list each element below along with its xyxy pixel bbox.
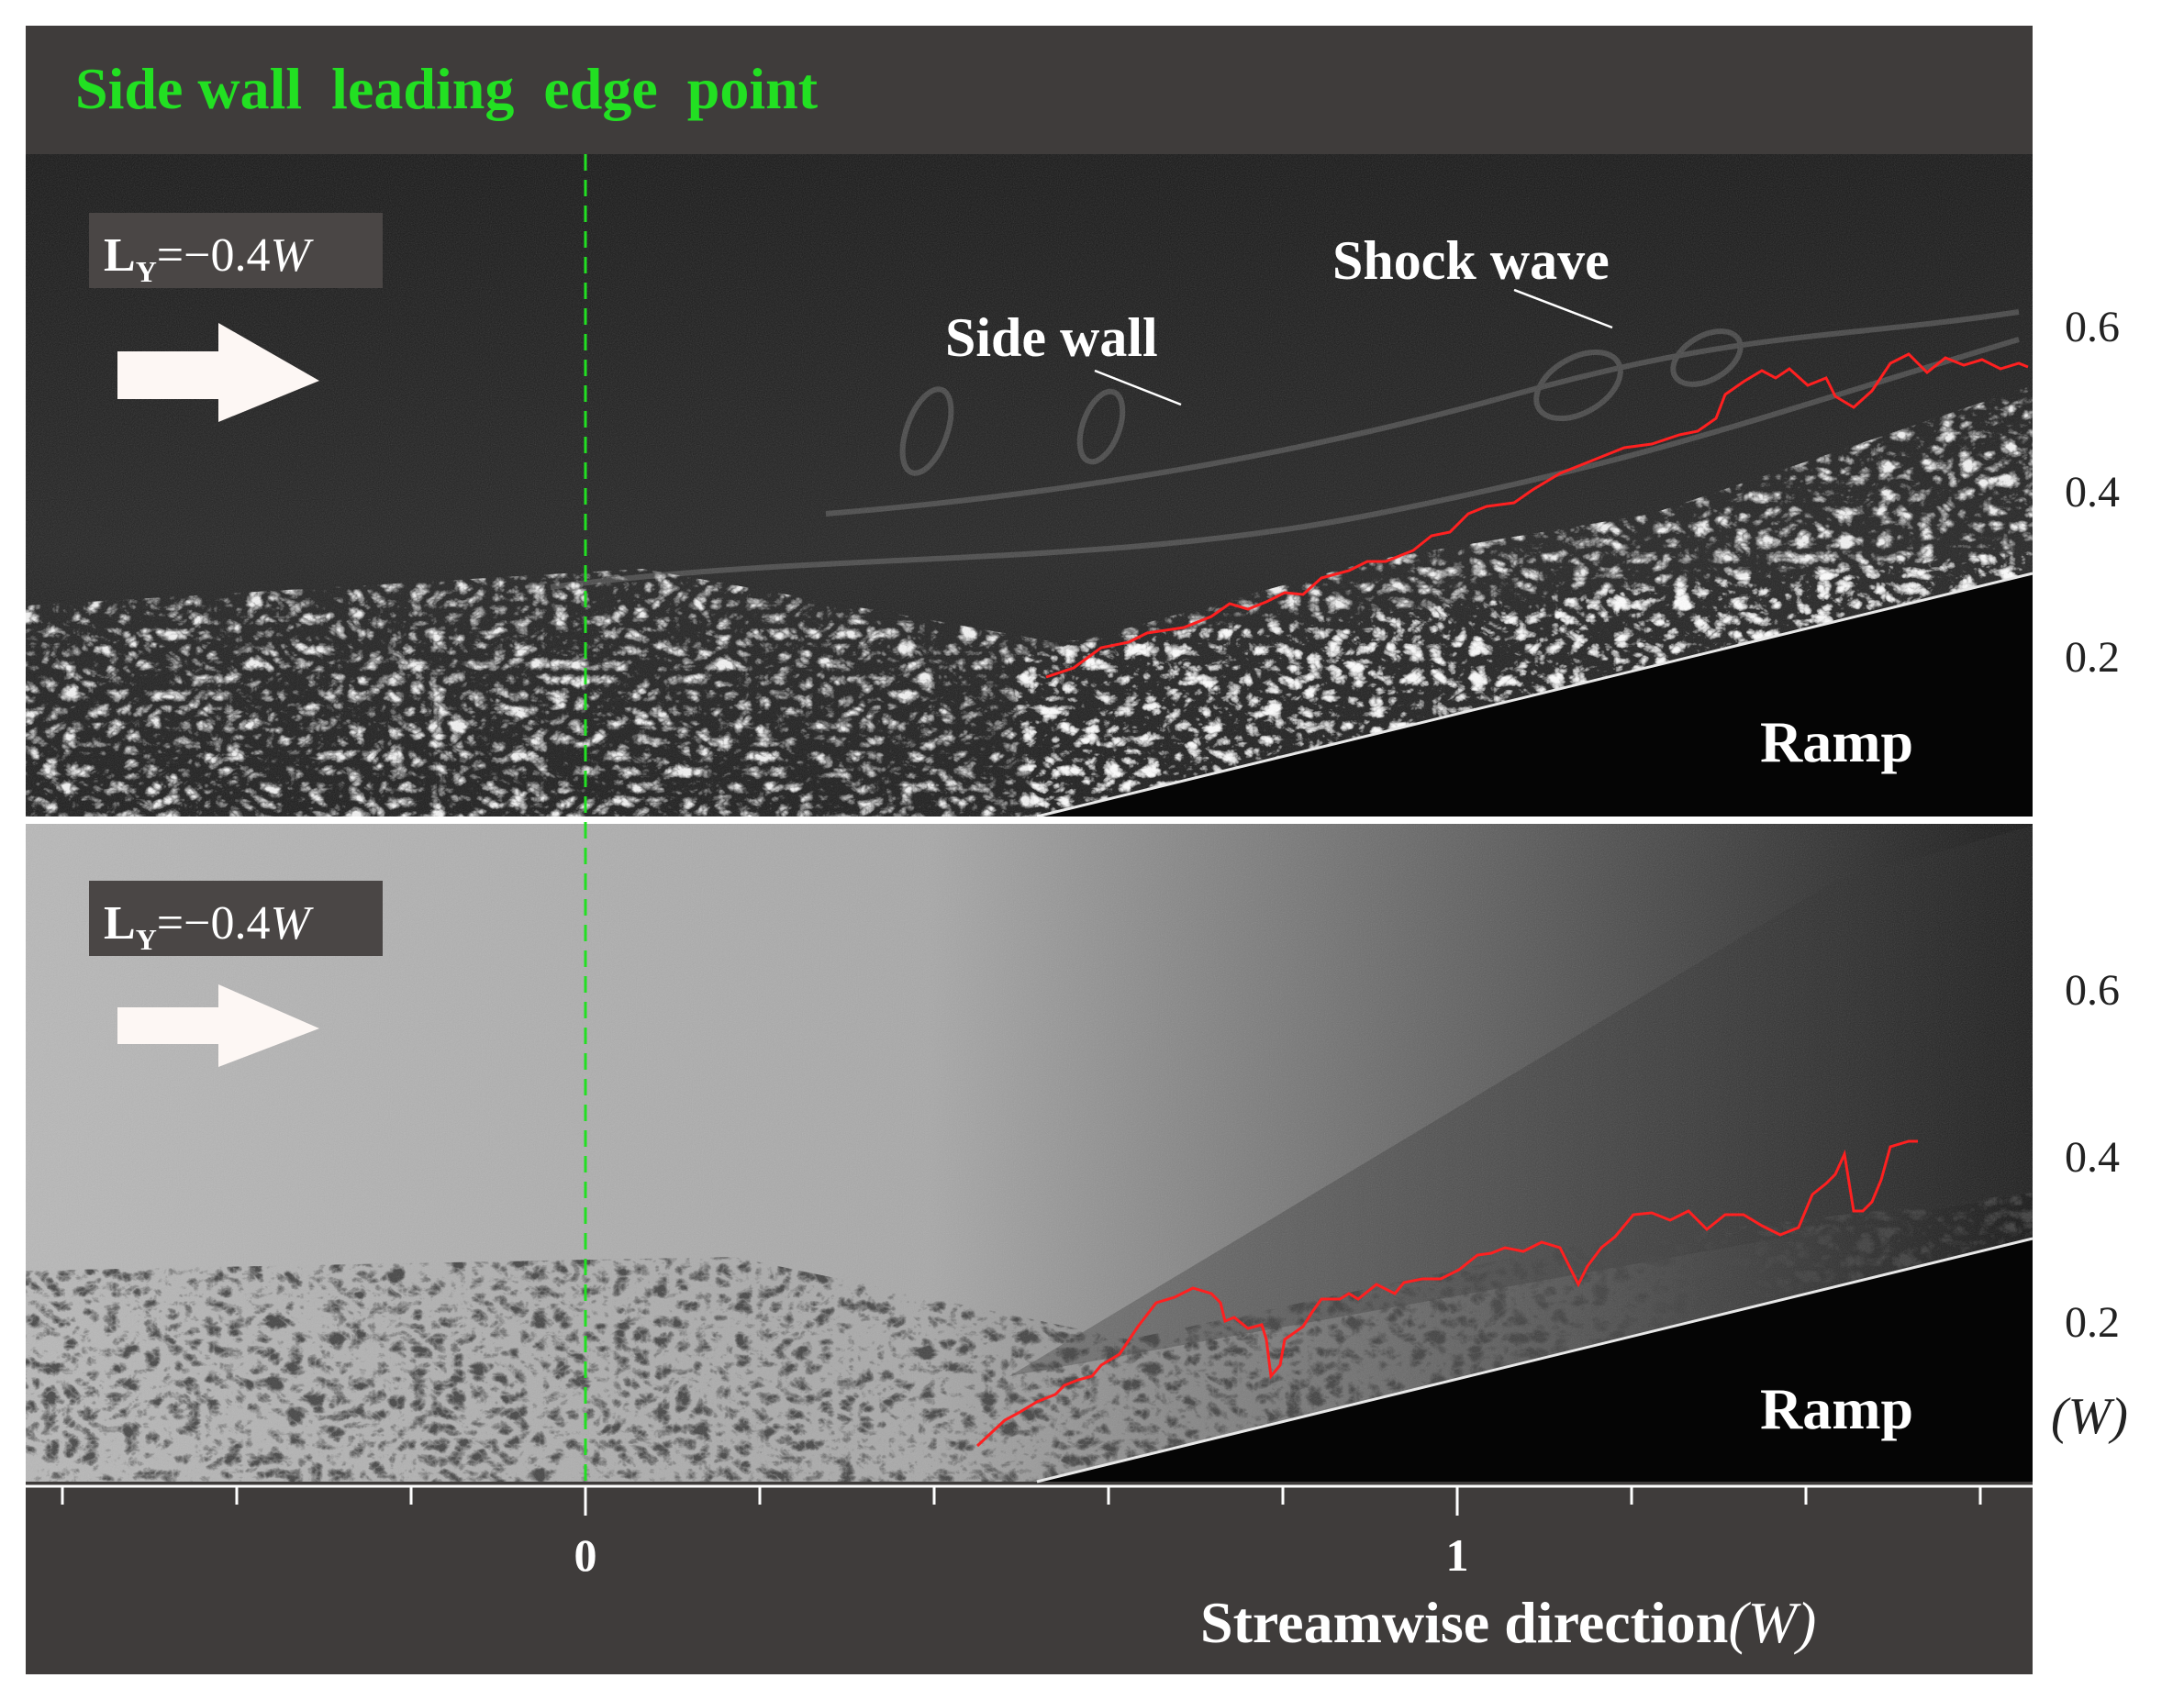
right-margin <box>2033 26 2170 1674</box>
bottom-panel: LY=−0.4W Ramp <box>26 824 2034 1483</box>
top-interface-line <box>1045 352 2029 679</box>
top-condition-label-box <box>89 213 383 288</box>
top-ramp-label: Ramp <box>1760 709 1913 774</box>
top-panel: LY=−0.4W Side wall Shock wave Ramp <box>26 154 2034 818</box>
top-condition-label: LY=−0.4W <box>104 229 314 288</box>
top-y-tick-0.6: 0.6 <box>2065 303 2120 351</box>
header-title: Side wall leading edge point <box>75 56 819 121</box>
flow-direction-arrow-icon <box>117 323 319 422</box>
bottom-y-tick-0.4: 0.4 <box>2065 1133 2120 1182</box>
shock-wave-annotation: Shock wave <box>1332 230 1610 291</box>
panel-separator <box>26 817 2033 824</box>
flow-direction-arrow-icon <box>117 984 319 1067</box>
x-axis-label: Streamwise direction(W) <box>1200 1590 1816 1655</box>
bottom-interface-line <box>975 1139 1918 1448</box>
bottom-y-axis <box>2037 879 2054 1482</box>
bottom-ramp-label: Ramp <box>1760 1376 1913 1441</box>
side-wall-leader-line <box>1094 369 1182 406</box>
bottom-y-tick-0.2: 0.2 <box>2065 1298 2120 1347</box>
y-axis-unit: (W) <box>2051 1388 2128 1445</box>
top-y-axis <box>2037 0 2056 817</box>
shock-wave-leader-line <box>1513 288 1613 329</box>
x-tick-0: 0 <box>574 1529 597 1581</box>
x-tick-1: 1 <box>1446 1529 1469 1581</box>
top-y-tick-0.2: 0.2 <box>2065 633 2120 682</box>
side-wall-annotation: Side wall <box>945 307 1158 368</box>
bottom-y-tick-0.6: 0.6 <box>2065 966 2120 1015</box>
bottom-condition-label: LY=−0.4W <box>104 897 314 956</box>
x-axis <box>26 1484 2033 1516</box>
bottom-ramp-surface <box>1036 1237 2034 1483</box>
bottom-condition-label-box <box>89 881 383 956</box>
top-ramp-surface <box>1036 572 2034 818</box>
top-y-tick-0.4: 0.4 <box>2065 468 2120 517</box>
